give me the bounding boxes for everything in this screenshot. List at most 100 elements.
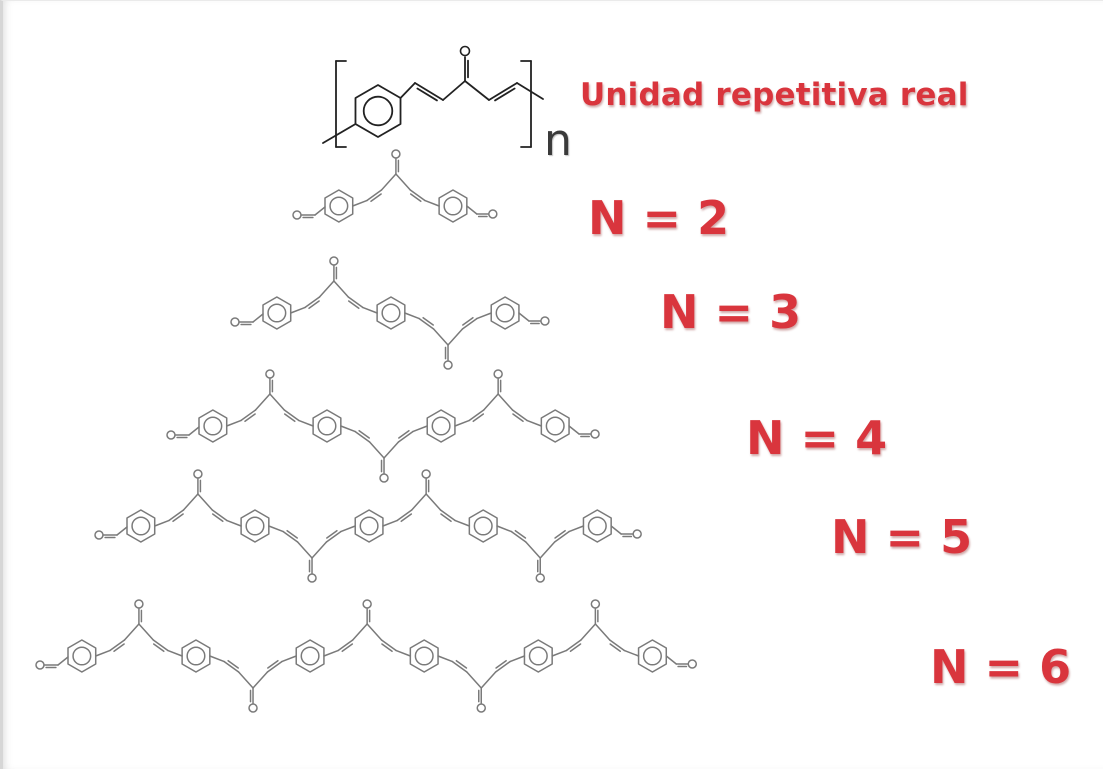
aldehyde-link-right-1 <box>518 312 530 322</box>
vinyl-bond-0-0-1-second <box>370 193 382 203</box>
bond-3-0-b <box>182 493 199 511</box>
benzene-ring-2-1-aromatic-circle <box>317 416 337 436</box>
vinyl-bond-1-0-2 <box>347 296 364 309</box>
vinyl-bond-2-1-2 <box>397 430 414 443</box>
oligomer-label-n4: N = 4 <box>746 411 888 465</box>
bond-4-1-b <box>237 671 254 689</box>
benzene-ring-1-2 <box>490 296 520 330</box>
vinyl-bond-2-2-2-second <box>512 413 524 423</box>
carbonyl-oxygen-0-0 <box>391 149 401 159</box>
bond-3-3-d <box>568 525 585 533</box>
benzene-ring-4-0-aromatic-circle <box>72 646 92 666</box>
vinyl-bond-3-1-2 <box>325 530 342 543</box>
vinyl-bond-2-2-2 <box>511 409 528 422</box>
vinyl-bond-1-0-1-second <box>308 300 320 310</box>
bond-2-1-c <box>383 441 400 459</box>
bond-1-0-d <box>361 306 378 314</box>
aldehyde-oxygen-right-3 <box>632 529 642 539</box>
benzene-ring-3-1 <box>240 509 270 543</box>
vinyl-bond-2-2-1-second <box>472 413 485 423</box>
bond-4-3-c <box>480 671 497 689</box>
bond-1-1-d <box>476 312 492 320</box>
vinyl-bond-3-2-1 <box>396 509 413 522</box>
vinyl-bond-4-4-2-second <box>609 643 621 653</box>
vinyl-bond-2-1-1-second <box>358 429 370 439</box>
bond-3-3-b <box>525 541 542 559</box>
vinyl-bond-2-0-2-second <box>283 413 296 423</box>
repeat-bond-2 <box>442 80 466 101</box>
benzene-ring-3-2-aromatic-circle <box>359 516 379 536</box>
benzene-ring-0-0 <box>324 189 354 223</box>
bond-4-2-b <box>351 623 368 641</box>
oligomer-label-n2: N = 2 <box>588 191 730 245</box>
benzene-ring-1-2-aromatic-circle <box>495 303 515 323</box>
benzene-ring-2-1 <box>312 409 342 443</box>
vinyl-bond-4-4-1-second <box>569 643 582 653</box>
oligomer-structure-n2 <box>292 149 498 223</box>
repeat-open-bond-right <box>516 82 544 100</box>
carbonyl-oxygen-2-2 <box>493 369 503 379</box>
bond-4-3-b <box>466 671 483 689</box>
benzene-ring-1-1 <box>376 296 406 330</box>
vinyl-bond-3-0-1 <box>168 509 185 522</box>
carbonyl-oxygen-1-0 <box>329 256 339 266</box>
benzene-ring-3-2 <box>354 509 384 543</box>
benzene-ring-4-0 <box>67 639 97 673</box>
bond-2-2-c <box>497 393 514 411</box>
vinyl-bond-3-0-1-second <box>172 513 184 523</box>
vinyl-bond-2-0-2 <box>283 409 300 422</box>
vinyl-bond-4-0-1 <box>109 639 126 652</box>
aldehyde-oxygen-right-2 <box>590 429 600 439</box>
carbonyl-oxygen-3-3 <box>535 573 546 583</box>
bond-4-3-d <box>509 655 526 663</box>
oligomer-label-n3: N = 3 <box>660 285 802 339</box>
aldehyde-oxygen-left-3 <box>94 530 104 540</box>
aldehyde-link-left-3 <box>116 526 128 536</box>
bond-2-2-d <box>526 419 543 427</box>
oligomer-label-n6: N = 6 <box>930 640 1072 694</box>
benzene-ring-2-0 <box>198 409 228 443</box>
aldehyde-link-right-4 <box>665 655 678 665</box>
benzene-ring-2-3 <box>540 409 570 443</box>
repeat-benzene-ring <box>354 84 402 138</box>
benzene-ring-3-4 <box>582 509 612 543</box>
bond-4-0-c <box>138 623 155 641</box>
benzene-ring-2-2 <box>426 409 456 443</box>
vinyl-bond-0-0-2 <box>409 189 426 202</box>
benzene-ring-0-1-aromatic-circle <box>443 196 463 216</box>
vinyl-bond-2-0-1-second <box>244 413 256 423</box>
benzene-ring-4-4-aromatic-circle <box>528 646 548 666</box>
benzene-ring-3-4-aromatic-circle <box>587 516 607 536</box>
benzene-ring-2-0-aromatic-circle <box>203 416 223 436</box>
benzene-ring-4-1 <box>181 639 211 673</box>
oligomer-structure-n5 <box>94 469 642 583</box>
bond-4-0-d <box>166 649 183 657</box>
bond-0-0-b <box>380 173 397 191</box>
bond-4-4-c <box>594 623 611 641</box>
vinyl-bond-1-0-1 <box>304 296 321 309</box>
bond-3-2-a <box>382 519 399 527</box>
vinyl-bond-4-2-2 <box>380 639 397 652</box>
vinyl-bond-4-4-2 <box>609 639 625 652</box>
bond-3-0-d <box>225 519 242 527</box>
bond-3-0-c <box>197 493 214 511</box>
bond-3-1-d <box>340 525 356 533</box>
aldehyde-link-right-3 <box>610 525 622 535</box>
benzene-ring-4-4 <box>523 639 553 673</box>
vinyl-bond-4-0-2 <box>152 639 169 652</box>
bond-4-2-a <box>323 649 340 657</box>
vinyl-bond-4-1-2-second <box>267 659 279 669</box>
bond-3-1-a <box>268 525 284 533</box>
aldehyde-oxygen-right-0 <box>488 209 498 219</box>
benzene-ring-1-0 <box>262 296 292 330</box>
vinyl-bond-3-2-1-second <box>400 513 413 523</box>
vinyl-bond-2-2-1 <box>468 409 485 422</box>
oligomer-label-n5: N = 5 <box>831 510 973 564</box>
vinyl-bond-2-1-1 <box>354 430 371 443</box>
aldehyde-link-right-0 <box>466 205 478 215</box>
carbonyl-oxygen-4-4 <box>590 599 601 609</box>
bond-3-0-a <box>153 519 170 527</box>
bond-1-0-a <box>289 306 306 314</box>
benzene-ring-4-5 <box>637 639 668 673</box>
